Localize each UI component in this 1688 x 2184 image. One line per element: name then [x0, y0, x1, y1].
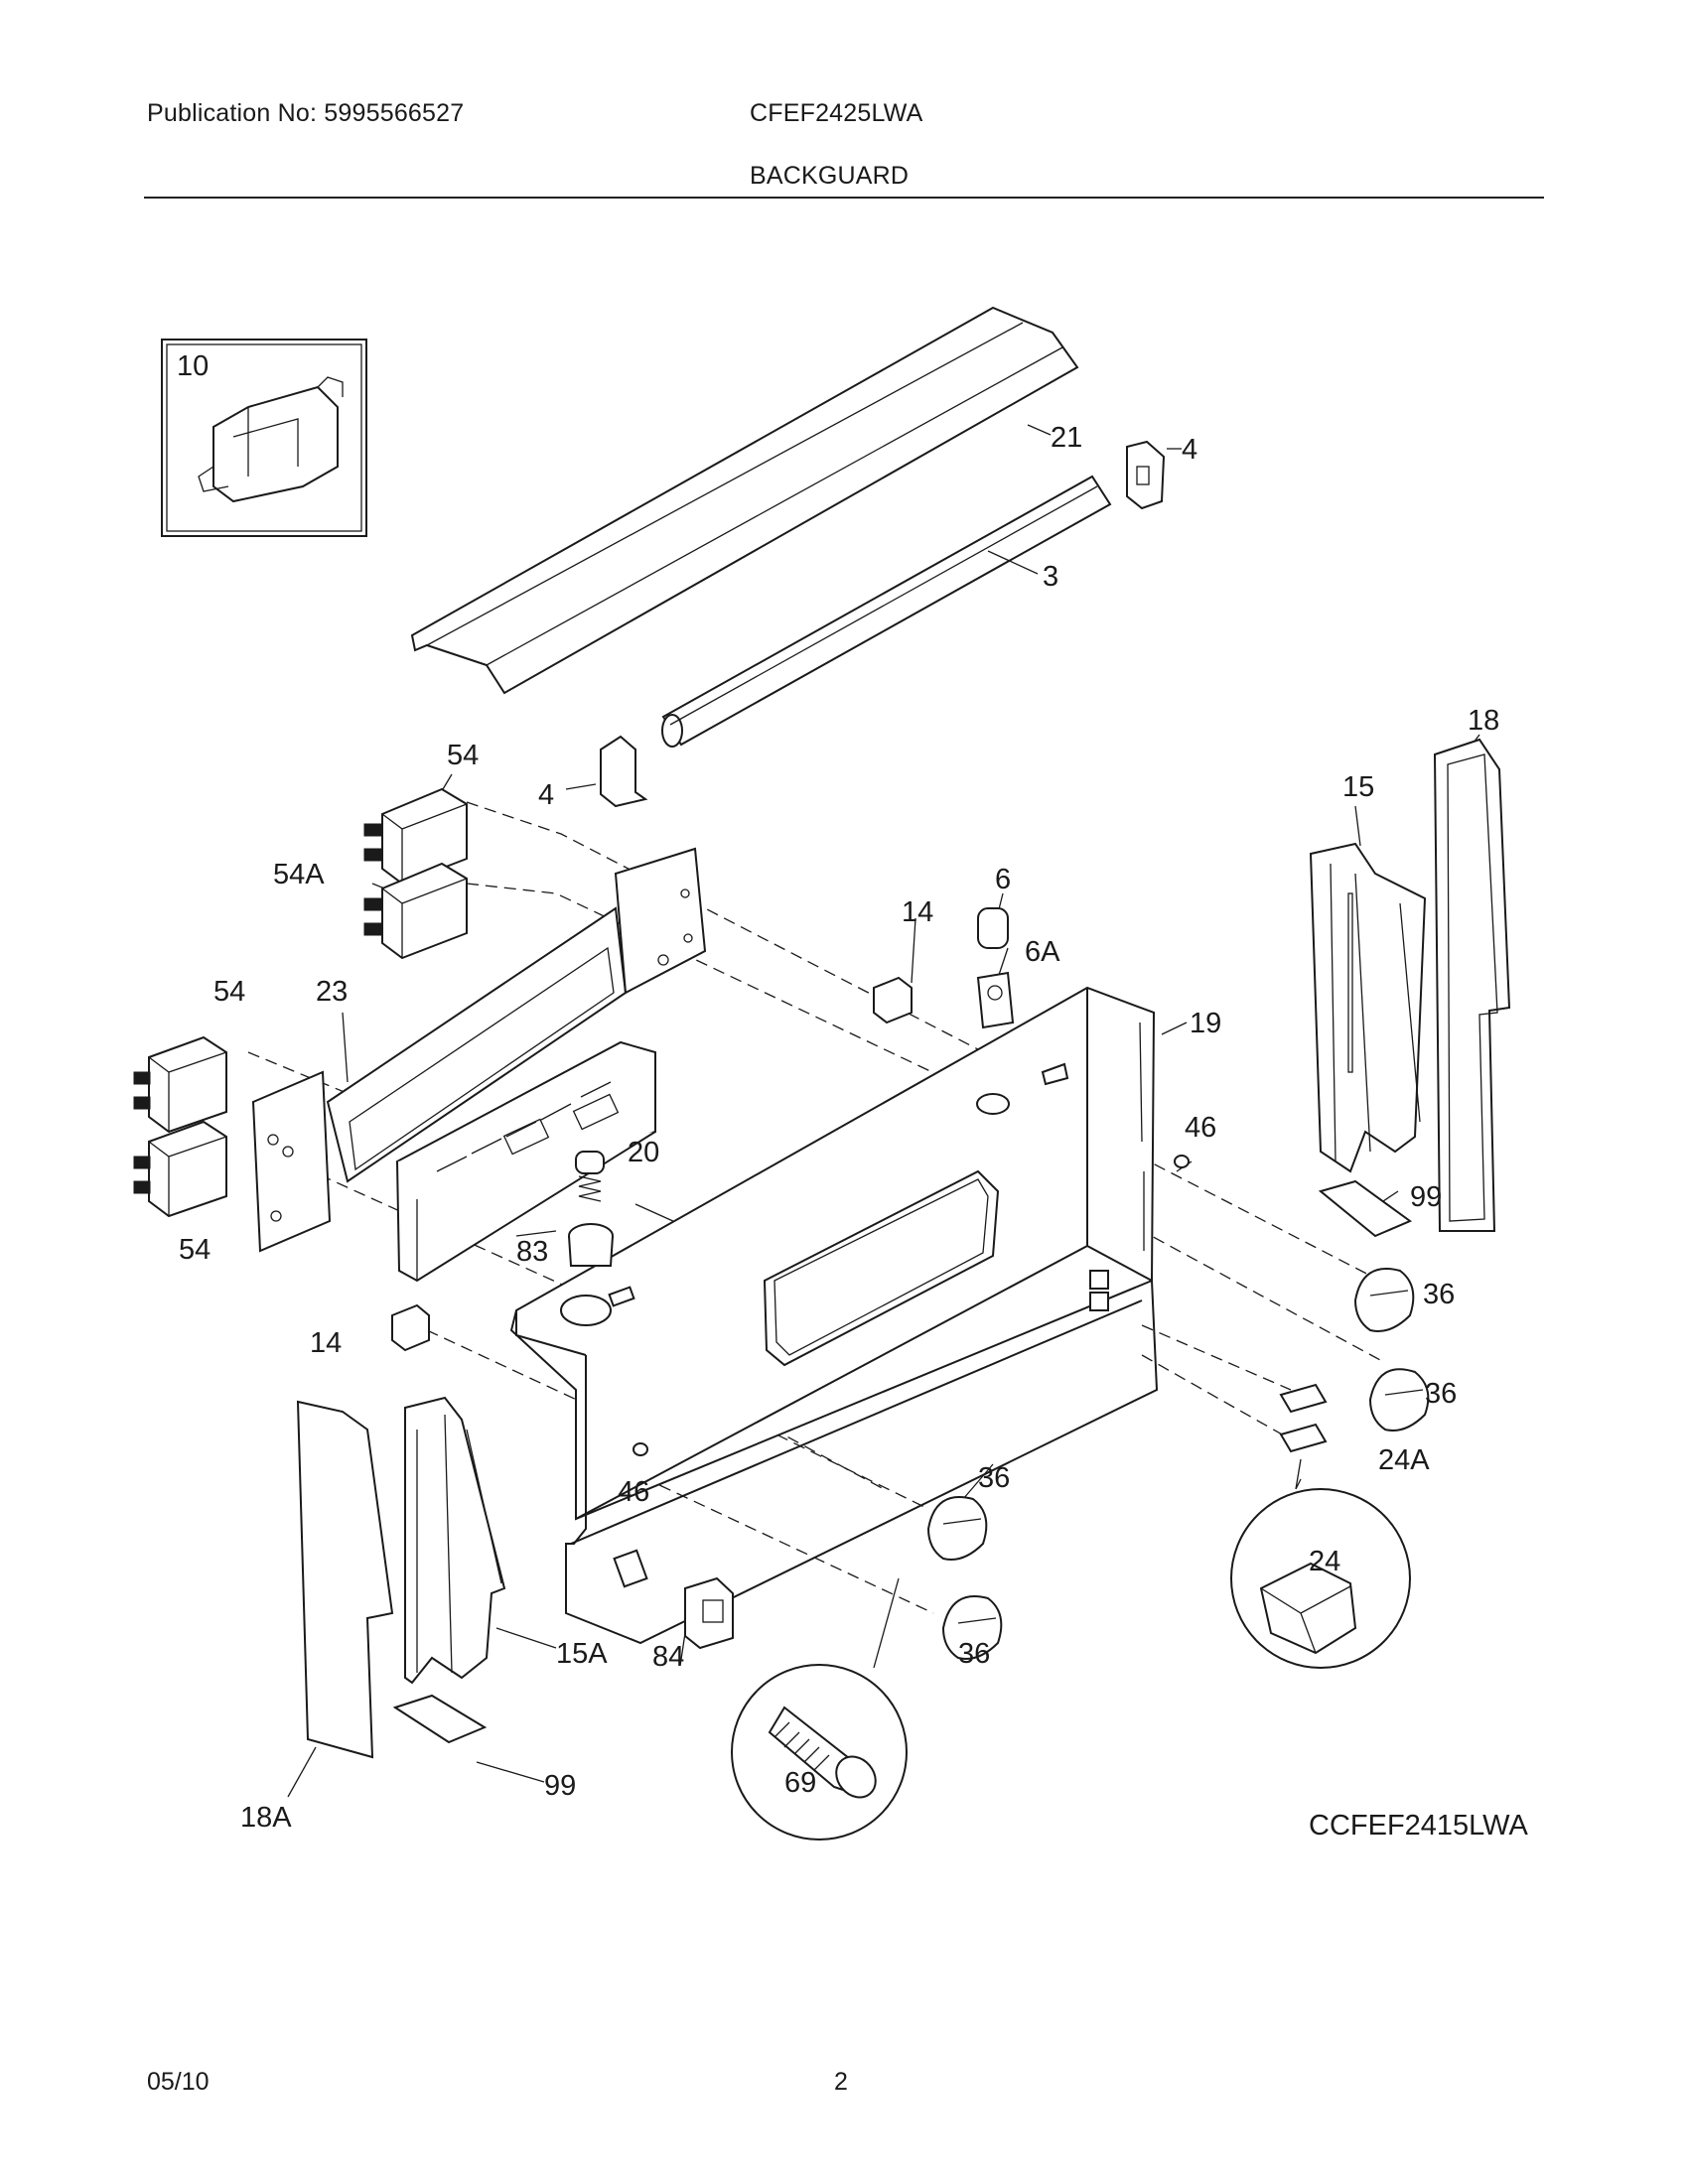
screw-46-right [1174, 1155, 1190, 1168]
side-trim-18A [296, 1400, 394, 1759]
part-label-6A: 6A [1025, 936, 1060, 968]
rocker-switch-24A [1279, 1383, 1328, 1453]
inset-box-transformer [161, 339, 367, 537]
part-label-36-c: 36 [978, 1462, 1010, 1494]
top-trim-21 [410, 306, 1079, 695]
mounting-plate-left [251, 1070, 332, 1253]
relay-14-low [391, 1303, 430, 1352]
part-label-54-low: 54 [179, 1234, 211, 1266]
part-label-36-b: 36 [1425, 1378, 1457, 1410]
part-label-54-top: 54 [447, 740, 479, 771]
knob-36-upper-right [1353, 1268, 1415, 1332]
detail-circle-24 [1230, 1458, 1411, 1669]
page-number: 2 [834, 2068, 848, 2096]
part-label-4-left: 4 [538, 779, 554, 811]
part-label-24: 24 [1309, 1546, 1340, 1577]
relay-14-top [873, 976, 913, 1024]
infinite-switch-54-low [133, 1120, 227, 1218]
part-label-18A: 18A [240, 1802, 292, 1834]
socket-6A [976, 971, 1015, 1029]
side-trim-18 [1433, 738, 1511, 1232]
part-label-18: 18 [1468, 705, 1499, 737]
knob-36-lower-left [941, 1595, 1003, 1660]
part-label-36-a: 36 [1423, 1279, 1455, 1310]
part-label-24A: 24A [1378, 1444, 1430, 1476]
side-bracket-15A [404, 1396, 506, 1685]
part-labels: 10 21 4 3 18 15 54 4 54A 6 14 6A 54 23 1… [177, 350, 1528, 1842]
lamp-holder-4-right [1126, 440, 1166, 510]
knob-36-lower-right [1368, 1368, 1430, 1432]
part-label-99-right: 99 [1410, 1181, 1442, 1213]
part-label-19: 19 [1190, 1008, 1221, 1039]
part-label-15A: 15A [556, 1638, 608, 1670]
publication-number: Publication No: 5995566527 [147, 99, 465, 127]
part-label-10: 10 [177, 350, 209, 382]
part-label-4-right: 4 [1182, 434, 1197, 466]
lamp-holder-4-left [600, 735, 648, 808]
detail-circle-69 [731, 1577, 908, 1841]
part-label-36-d: 36 [958, 1638, 990, 1670]
header-rule [144, 197, 1544, 199]
fluorescent-tube-3 [661, 475, 1112, 748]
part-label-84: 84 [652, 1641, 684, 1673]
infinite-switch-54-top [363, 787, 468, 886]
part-label-99-left: 99 [544, 1770, 576, 1802]
infinite-switch-54A [363, 862, 468, 960]
infinite-switch-54-mid [133, 1035, 227, 1134]
control-housing-23 [326, 847, 707, 1183]
section-title: BACKGUARD [750, 162, 910, 190]
knob-36-upper-left [926, 1496, 988, 1561]
diagram-reference-code: CCFEF2415LWA [1309, 1810, 1528, 1842]
part-label-20: 20 [628, 1137, 659, 1168]
part-label-3: 3 [1043, 561, 1058, 593]
model-number: CFEF2425LWA [750, 99, 923, 127]
part-label-54-mid: 54 [213, 976, 245, 1008]
part-label-83: 83 [516, 1236, 548, 1268]
part-label-46-left: 46 [618, 1476, 649, 1508]
backguard-panel-19 [509, 986, 1159, 1645]
part-label-46-right: 46 [1185, 1112, 1216, 1144]
part-label-15: 15 [1342, 771, 1374, 803]
footer-date: 05/10 [147, 2068, 210, 2096]
screw-46-left [633, 1442, 648, 1456]
part-label-69: 69 [784, 1767, 816, 1799]
part-label-23: 23 [316, 976, 348, 1008]
base-plate-99-left [392, 1694, 488, 1744]
outlet-84 [684, 1576, 734, 1650]
part-label-21: 21 [1051, 422, 1082, 454]
part-label-54A: 54A [273, 859, 325, 890]
part-label-6: 6 [995, 864, 1011, 895]
base-plate-99-right [1318, 1179, 1413, 1238]
indicator-light-6 [977, 907, 1009, 949]
part-label-14-top: 14 [902, 896, 933, 928]
knob-spring-83 [568, 1151, 614, 1267]
side-bracket-15 [1309, 842, 1427, 1173]
part-label-14-low: 14 [310, 1327, 342, 1359]
